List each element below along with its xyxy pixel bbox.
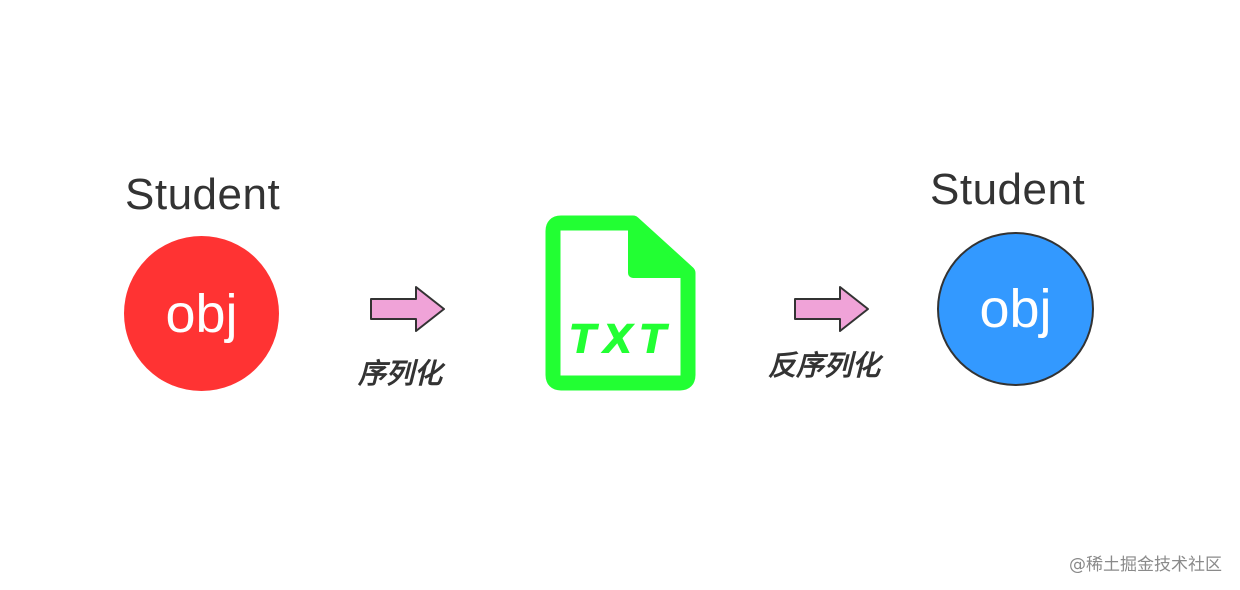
right-object-circle: obj — [937, 232, 1094, 386]
watermark: @稀土掘金技术社区 — [1069, 555, 1222, 575]
txt-file-icon: TXT — [545, 215, 696, 391]
deserialize-arrow-icon — [794, 286, 869, 332]
left-object-circle: obj — [124, 236, 279, 391]
txt-file-label: TXT — [569, 317, 672, 363]
right-object-title: Student — [930, 165, 1086, 214]
left-object-title: Student — [125, 170, 281, 219]
serialize-arrow-icon — [370, 286, 445, 332]
serialize-label: 序列化 — [358, 357, 443, 390]
deserialize-label: 反序列化 — [768, 349, 881, 382]
right-object-label: obj — [979, 279, 1052, 339]
left-object-label: obj — [165, 283, 238, 344]
